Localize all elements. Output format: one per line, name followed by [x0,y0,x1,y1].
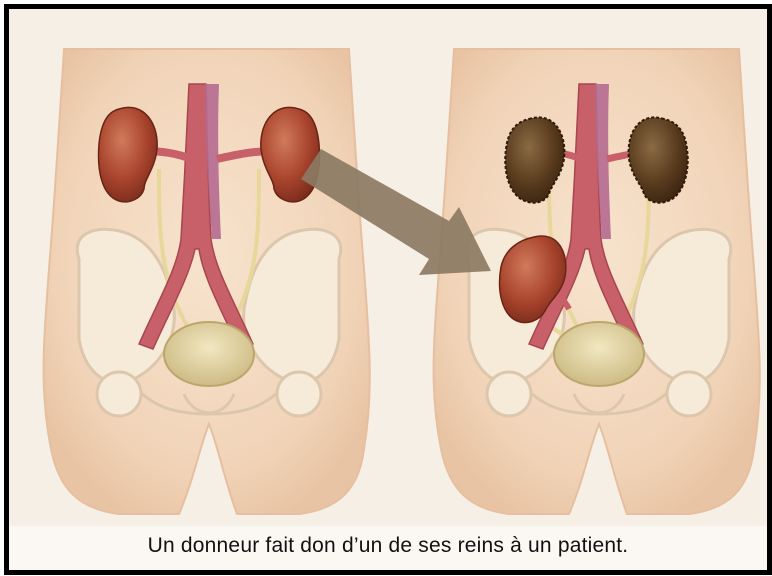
transplant-illustration [9,9,767,526]
caption-bar: Un donneur fait don d’un de ses reins à … [9,526,767,570]
patient-figure [434,49,760,514]
donor-figure [44,49,370,514]
donor-bladder [164,322,254,386]
figure-frame: Un donneur fait don d’un de ses reins à … [4,4,772,575]
caption: Un donneur fait don d’un de ses reins à … [9,534,767,558]
patient-bladder [554,322,644,386]
